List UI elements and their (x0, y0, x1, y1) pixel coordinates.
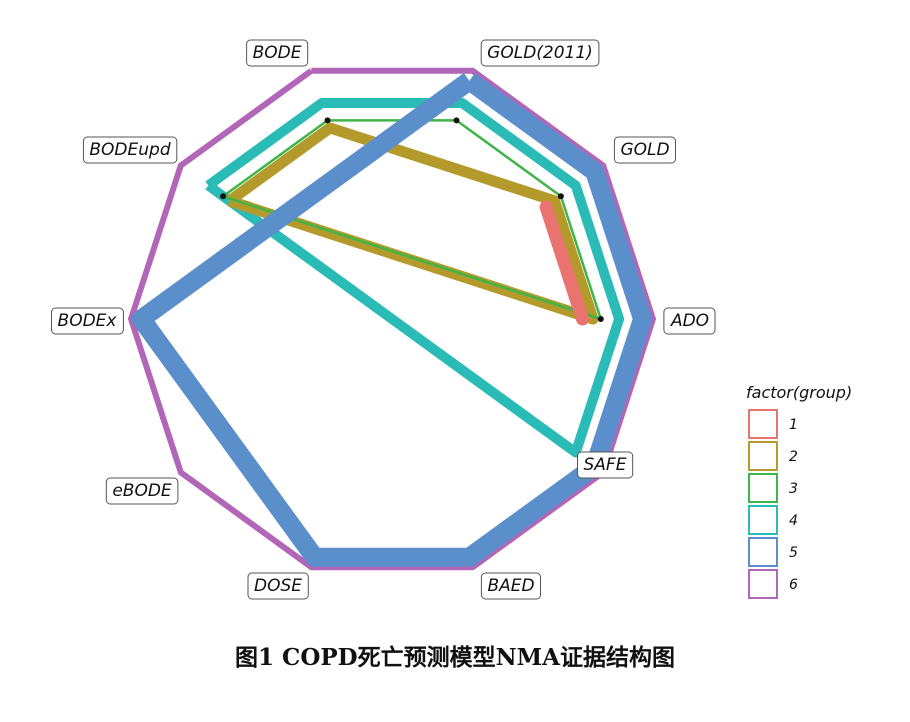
node-label-box (247, 572, 309, 600)
legend-key-4 (748, 505, 778, 535)
node-label-text: ADO (670, 311, 709, 331)
edge-path-group-3 (222, 119, 603, 321)
legend: factor(group) 1 2 3 4 5 6 (746, 383, 852, 599)
node-dot (453, 117, 460, 124)
legend-label-1: 1 (789, 417, 798, 433)
legend-key-1 (748, 409, 778, 439)
node-label-text: DOSE (254, 576, 302, 596)
node-label-box (82, 136, 178, 164)
edge-path-group-1 (539, 200, 589, 326)
node-label-text: BAED (487, 576, 534, 596)
legend-title: factor(group) (746, 383, 852, 402)
node-label-safe: SAFE (577, 451, 634, 479)
legend-key-3 (748, 473, 778, 503)
edge-path-group-6 (128, 67, 656, 571)
node-label-bodeupd: BODEupd (82, 136, 178, 164)
legend-label-5: 5 (789, 545, 798, 561)
legend-key-2 (748, 441, 778, 471)
legend-key-6 (748, 569, 778, 599)
node-dot (597, 316, 604, 322)
edge-path-group-4 (205, 98, 625, 458)
node-label-box (105, 477, 179, 505)
edge-path-group-5 (131, 73, 653, 567)
node-label-gold: GOLD (613, 136, 677, 164)
group3-node-dots (220, 117, 604, 322)
node-label-text: SAFE (584, 455, 627, 475)
node-label-dose: DOSE (247, 572, 309, 600)
node-label-text: BODEx (58, 311, 118, 331)
legend-label-3: 3 (789, 481, 798, 497)
legend-label-6: 6 (789, 577, 798, 593)
node-label-box (613, 136, 677, 164)
edges-layer (128, 67, 656, 571)
legend-key-5 (748, 537, 778, 567)
figure-caption: 图1 COPD死亡预测模型NMA证据结构图 (235, 644, 675, 671)
node-label-text: GOLD (620, 140, 669, 160)
node-dot (220, 193, 227, 200)
node-label-gold-2011-: GOLD(2011) (480, 39, 600, 67)
node-label-box (51, 307, 124, 335)
edge-path-group-2 (226, 122, 599, 325)
node-label-text: BODEupd (89, 140, 170, 160)
node-label-box (480, 572, 541, 600)
legend-label-2: 2 (789, 449, 798, 465)
node-label-bodex: BODEx (51, 307, 124, 335)
legend-label-4: 4 (789, 513, 798, 529)
node-label-ebode: eBODE (105, 477, 179, 505)
node-label-text: GOLD(2011) (487, 43, 593, 63)
node-labels: GOLD(2011) GOLD ADO SAFE BAED DOSE eBODE BODEx B… (51, 39, 716, 600)
node-label-bode: BODE (246, 39, 309, 67)
node-label-text: BODE (253, 43, 302, 63)
node-label-box (246, 39, 309, 67)
node-label-box (480, 39, 600, 67)
network-chart: GOLD(2011) GOLD ADO SAFE BAED DOSE eBODE BODEx B… (51, 39, 852, 600)
node-label-ado: ADO (663, 307, 716, 335)
node-label-baed: BAED (480, 572, 541, 600)
node-label-text: eBODE (112, 481, 172, 501)
node-label-box (577, 451, 634, 479)
node-label-box (663, 307, 716, 335)
node-dot (324, 117, 331, 124)
node-dot (557, 193, 564, 200)
